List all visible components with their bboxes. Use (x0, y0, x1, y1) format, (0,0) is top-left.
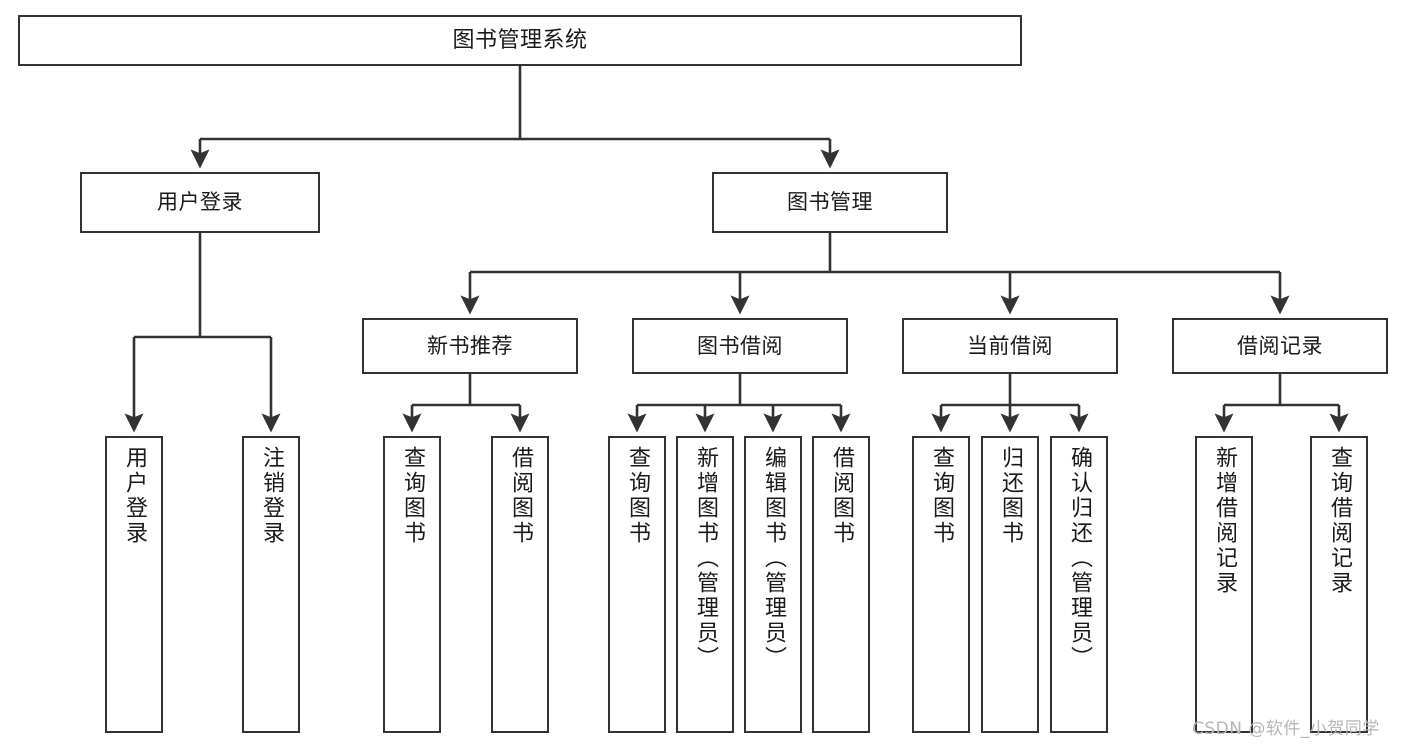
node-new-book-recommend[interactable]: 新书推荐 (362, 318, 578, 374)
leaf-user-login-login[interactable]: 用户登录 (105, 436, 163, 733)
leaf-record-query-record[interactable]: 查询借阅记录 (1310, 436, 1368, 733)
node-label: 借阅记录 (1237, 333, 1323, 358)
node-label: 归还图书 (998, 446, 1023, 546)
node-root-book-management-system[interactable]: 图书管理系统 (18, 15, 1022, 66)
leaf-borrow-query-book[interactable]: 查询图书 (608, 436, 666, 733)
leaf-current-return-book[interactable]: 归还图书 (981, 436, 1039, 733)
leaf-borrow-edit-book[interactable]: 编辑图书（管理员） (744, 436, 802, 733)
node-label: 用户登录 (122, 446, 147, 546)
node-label: 查询图书 (929, 446, 954, 546)
node-user-login[interactable]: 用户登录 (80, 172, 320, 233)
node-label: 借阅图书 (508, 446, 533, 546)
node-book-management[interactable]: 图书管理 (712, 172, 948, 233)
node-label: 确认归还（管理员） (1067, 446, 1092, 671)
node-label: 用户登录 (157, 190, 243, 215)
node-label: 编辑图书（管理员） (761, 446, 786, 671)
node-label: 查询图书 (400, 446, 425, 546)
node-label: 注销登录 (259, 446, 284, 546)
leaf-borrow-borrow-book[interactable]: 借阅图书 (812, 436, 870, 733)
leaf-record-add-record[interactable]: 新增借阅记录 (1195, 436, 1253, 733)
node-label: 借阅图书 (829, 446, 854, 546)
leaf-current-confirm-return[interactable]: 确认归还（管理员） (1050, 436, 1108, 733)
node-current-borrow[interactable]: 当前借阅 (902, 318, 1118, 374)
node-label: 新书推荐 (427, 333, 513, 358)
leaf-new-book-borrow[interactable]: 借阅图书 (491, 436, 549, 733)
leaf-current-query-book[interactable]: 查询图书 (912, 436, 970, 733)
node-label: 查询图书 (625, 446, 650, 546)
node-label: 新增借阅记录 (1212, 446, 1237, 596)
leaf-user-login-logout[interactable]: 注销登录 (242, 436, 300, 733)
watermark-text: CSDN @软件_小贺同学 (1192, 719, 1380, 739)
node-label: 当前借阅 (967, 333, 1053, 358)
node-label: 新增图书（管理员） (693, 446, 718, 671)
leaf-borrow-add-book[interactable]: 新增图书（管理员） (676, 436, 734, 733)
node-label: 图书管理系统 (452, 27, 588, 53)
node-book-borrow[interactable]: 图书借阅 (632, 318, 848, 374)
node-label: 图书借阅 (697, 333, 783, 358)
node-label: 查询借阅记录 (1327, 446, 1352, 596)
node-label: 图书管理 (787, 190, 873, 215)
node-borrow-record[interactable]: 借阅记录 (1172, 318, 1388, 374)
leaf-new-book-query[interactable]: 查询图书 (383, 436, 441, 733)
